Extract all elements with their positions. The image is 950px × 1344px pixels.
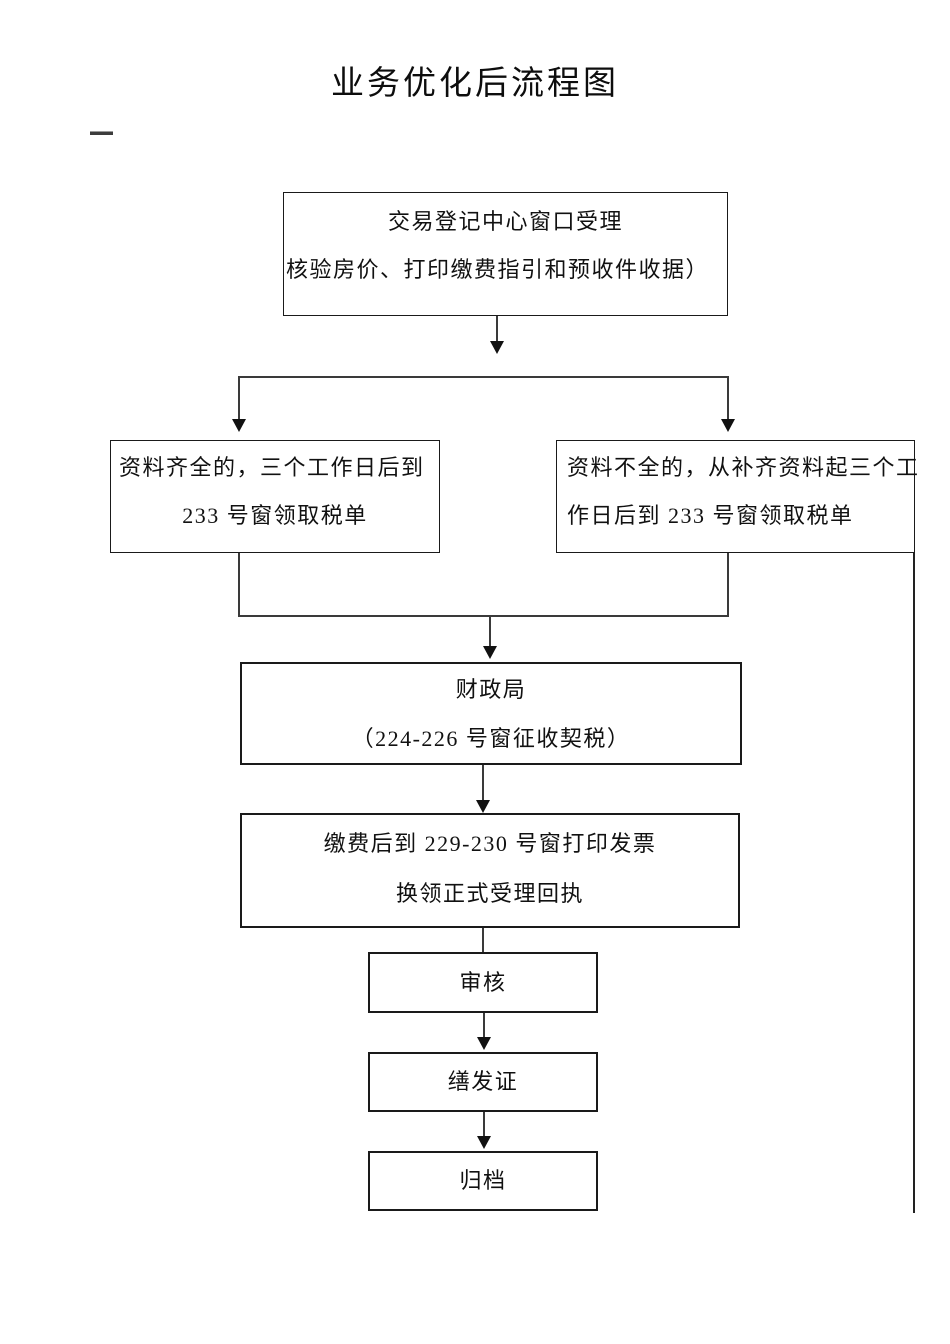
arrowhead-finance-pay: [476, 800, 490, 813]
flow-node-docs-complete-line1: 资料齐全的，三个工作日后到: [119, 455, 425, 480]
flow-node-pay-line1: 缴费后到 229-230 号窗打印发票: [323, 831, 657, 856]
arrowhead-issue-archive: [477, 1136, 491, 1149]
flow-node-docs-complete-line2: 233 号窗领取税单: [182, 503, 368, 528]
arrowhead-split-left: [232, 419, 246, 432]
connector-merge-horizontal: [238, 615, 729, 617]
flow-node-issue-label: 缮发证: [447, 1069, 519, 1094]
stray-vertical-line: [913, 553, 915, 1213]
flow-node-archive-label: 归档: [459, 1168, 507, 1193]
arrowhead-start-down: [490, 341, 504, 354]
flow-node-docs-incomplete-line1: 资料不全的，从补齐资料起三个工: [567, 455, 920, 480]
top-dash-mark: [90, 131, 113, 135]
connector-split-left: [238, 376, 240, 420]
flow-node-docs-complete: 资料齐全的，三个工作日后到 233 号窗领取税单: [110, 440, 440, 553]
flow-node-start-line1: 交易登记中心窗口受理: [387, 209, 623, 234]
connector-pay-review: [482, 928, 484, 952]
flow-node-archive: 归档: [368, 1151, 598, 1211]
connector-merge-right: [727, 553, 729, 617]
connector-review-issue: [483, 1013, 485, 1039]
arrowhead-merge-down: [483, 646, 497, 659]
connector-merge-down: [489, 617, 491, 648]
connector-split-horizontal: [238, 376, 729, 378]
flow-node-start: 交易登记中心窗口受理 核验房价、打印缴费指引和预收件收据）: [283, 192, 728, 316]
page-title: 业务优化后流程图: [331, 66, 619, 102]
flow-node-start-line2: 核验房价、打印缴费指引和预收件收据）: [286, 257, 710, 282]
arrowhead-split-right: [721, 419, 735, 432]
flow-node-review-label: 审核: [459, 969, 507, 995]
flow-node-issue-certificate: 缮发证: [368, 1052, 598, 1112]
connector-finance-pay: [482, 765, 484, 802]
flow-node-pay-line2: 换领正式受理回执: [395, 881, 584, 906]
flow-node-docs-incomplete-line2: 作日后到 233 号窗领取税单: [567, 503, 854, 528]
connector-start-down: [496, 316, 498, 342]
flow-node-review: 审核: [368, 952, 598, 1013]
flow-node-finance-bureau: 财政局 （224-226 号窗征收契税）: [240, 662, 742, 765]
flow-node-finance-line1: 财政局: [455, 677, 527, 702]
flow-node-finance-line2: （224-226 号窗征收契税）: [351, 726, 631, 751]
connector-issue-archive: [483, 1112, 485, 1138]
flow-node-docs-incomplete: 资料不全的，从补齐资料起三个工 作日后到 233 号窗领取税单: [556, 440, 920, 553]
arrowhead-review-issue: [477, 1037, 491, 1050]
connector-merge-left: [238, 553, 240, 617]
flow-node-pay-invoice: 缴费后到 229-230 号窗打印发票 换领正式受理回执: [240, 813, 740, 928]
connector-split-right: [727, 376, 729, 420]
